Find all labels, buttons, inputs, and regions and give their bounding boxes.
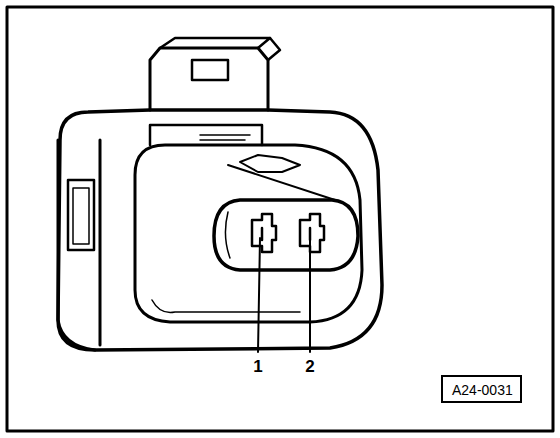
leader-line bbox=[258, 238, 260, 352]
latch-tab bbox=[150, 48, 268, 110]
pin-1-socket bbox=[252, 214, 276, 252]
callout-number: 1 bbox=[253, 358, 262, 375]
side-window bbox=[68, 180, 94, 250]
figure-number: A24-0031 bbox=[452, 383, 511, 397]
pin-carrier bbox=[214, 200, 358, 270]
connector-housing bbox=[58, 110, 382, 350]
figure-number-box: A24-0031 bbox=[441, 375, 522, 403]
callout-number: 2 bbox=[305, 358, 314, 375]
pin-2-socket bbox=[300, 214, 324, 252]
coding-key bbox=[240, 155, 300, 172]
leader-line bbox=[309, 238, 311, 352]
figure-frame bbox=[7, 7, 553, 431]
front-opening bbox=[135, 145, 362, 322]
